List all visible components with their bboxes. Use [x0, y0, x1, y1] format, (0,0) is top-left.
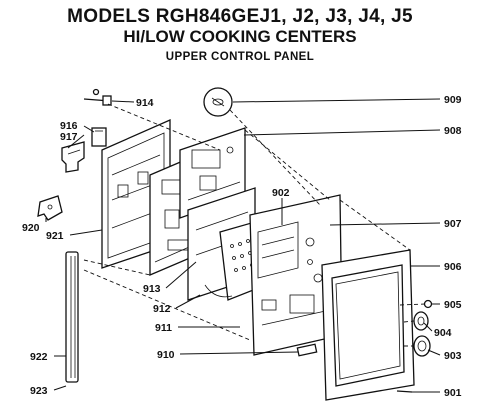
callout-921: 921	[46, 230, 64, 242]
callout-906: 906	[444, 261, 462, 273]
part-outer-frame	[321, 249, 415, 401]
section-title: UPPER CONTROL PANEL	[165, 51, 315, 63]
callout-902: 902	[272, 187, 290, 199]
callout-905: 905	[444, 299, 462, 311]
callout-916: 916	[60, 120, 78, 132]
callout-914: 914	[136, 97, 154, 109]
part-knobs	[396, 299, 433, 393]
callout-903: 903	[444, 350, 462, 362]
callout-917: 917	[60, 131, 78, 143]
callout-913: 913	[143, 283, 161, 295]
callout-910: 910	[157, 349, 175, 361]
part-small-bracket	[296, 343, 318, 357]
part-hinge	[37, 195, 63, 221]
callout-911: 911	[155, 322, 172, 334]
diagram-subtitle: HI/LOW COOKING CENTERS	[123, 27, 357, 46]
part-clips	[61, 127, 107, 173]
part-screw	[83, 88, 112, 106]
part-side-strip	[65, 251, 79, 383]
alignment-lines	[83, 103, 426, 347]
part-round-fastener	[203, 87, 233, 117]
leader-lines	[45, 98, 441, 393]
callout-907: 907	[444, 218, 462, 230]
callout-920: 920	[22, 222, 40, 234]
diagram-title: MODELS RGH846GEJ1, J2, J3, J4, J5	[67, 6, 413, 27]
callout-912: 912	[153, 303, 171, 315]
callout-904: 904	[434, 327, 452, 339]
callout-909: 909	[444, 94, 462, 106]
callout-908: 908	[444, 125, 462, 137]
callout-labels: 914 909 916 917 908 902 907 920 921 906 …	[22, 94, 462, 399]
callout-923: 923	[30, 385, 48, 397]
callout-922: 922	[30, 351, 48, 363]
callout-901: 901	[444, 387, 462, 399]
